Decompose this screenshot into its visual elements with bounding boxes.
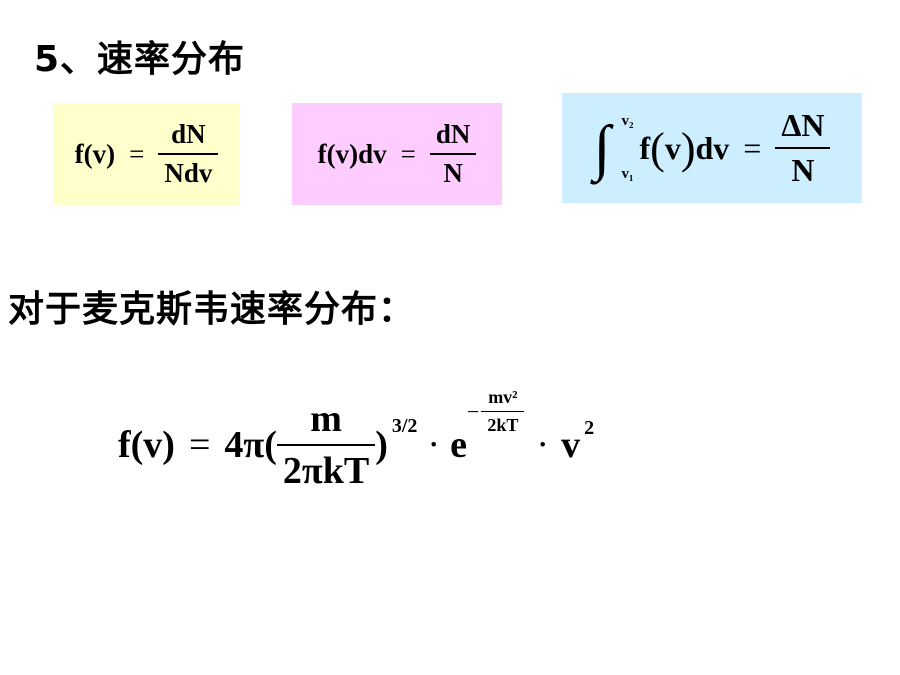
- variable-v: v: [561, 424, 581, 466]
- equals-sign: =: [129, 138, 145, 169]
- exponent-numerator: mv²: [488, 387, 518, 407]
- formula-box-probability: f(v)dv = dN N: [292, 103, 502, 205]
- equals-sign: =: [400, 138, 416, 169]
- fraction: dN Ndv: [158, 119, 219, 189]
- fraction-denominator: Ndv: [164, 158, 213, 188]
- dot-operator: ·: [427, 424, 441, 466]
- formula-box-integral: ∫ v₂ v₁ f ( v ) dv = ΔN N: [562, 93, 862, 203]
- fraction-bar: [429, 153, 477, 155]
- formula-definition: f(v) = dN Ndv: [75, 119, 219, 189]
- fraction-numerator: dN: [171, 119, 206, 149]
- exponent-fraction-bar: [481, 411, 525, 412]
- fraction-numerator: m: [310, 398, 342, 440]
- fraction-denominator: N: [791, 152, 815, 188]
- fraction: dN N: [429, 119, 477, 189]
- fraction-bar: [775, 147, 831, 149]
- fraction: m 2πkT: [276, 397, 376, 493]
- exponent-three-halves: 3/2: [391, 415, 418, 437]
- exponent-group: − mv² 2kT: [466, 387, 525, 436]
- exponent-two: 2: [584, 417, 595, 439]
- fraction-bar: [276, 444, 376, 446]
- fraction-bar: [158, 153, 219, 155]
- fraction-numerator: ΔN: [781, 107, 825, 143]
- differential-dv: dv: [695, 129, 730, 166]
- fraction-denominator: N: [443, 158, 463, 188]
- function-f: f: [639, 129, 651, 166]
- exponent-denominator: 2kT: [487, 415, 519, 435]
- formula-probability: f(v)dv = dN N: [318, 119, 477, 189]
- coefficient: 4π(: [224, 424, 277, 466]
- formula-lhs: f(v): [74, 138, 116, 169]
- paren-right: ): [680, 123, 696, 173]
- fraction: ΔN N: [775, 107, 831, 189]
- fraction-denominator: 2πkT: [282, 450, 370, 492]
- formula-integral: ∫ v₂ v₁ f ( v ) dv = ΔN N: [594, 107, 831, 189]
- integral-sign-icon: ∫: [593, 114, 611, 182]
- dot-operator: ·: [536, 424, 550, 466]
- section-heading: 5、速率分布: [34, 39, 246, 80]
- formula-box-definition: f(v) = dN Ndv: [53, 103, 240, 205]
- integral-limits: v₂ v₁: [622, 113, 634, 183]
- formula-lhs: f(v)dv: [317, 138, 387, 169]
- paren-close: ): [375, 424, 388, 466]
- integral-upper-limit: v₂: [621, 113, 634, 129]
- exponent-minus: −: [466, 398, 480, 424]
- equals-sign: =: [743, 129, 762, 166]
- maxwell-formula: f(v) = 4π( m 2πkT ) 3/2 · e − mv² 2kT · …: [118, 385, 738, 505]
- maxwell-heading: 对于麦克斯韦速率分布：: [8, 289, 416, 330]
- formula-lhs: f(v): [118, 424, 175, 466]
- exponent-fraction: mv² 2kT: [481, 387, 525, 436]
- equals-sign: =: [188, 424, 211, 466]
- paren-left: (: [650, 123, 665, 173]
- fraction-numerator: dN: [435, 119, 471, 149]
- variable-v: v: [664, 129, 681, 166]
- euler-e: e: [450, 424, 467, 466]
- integral-lower-limit: v₁: [621, 166, 634, 182]
